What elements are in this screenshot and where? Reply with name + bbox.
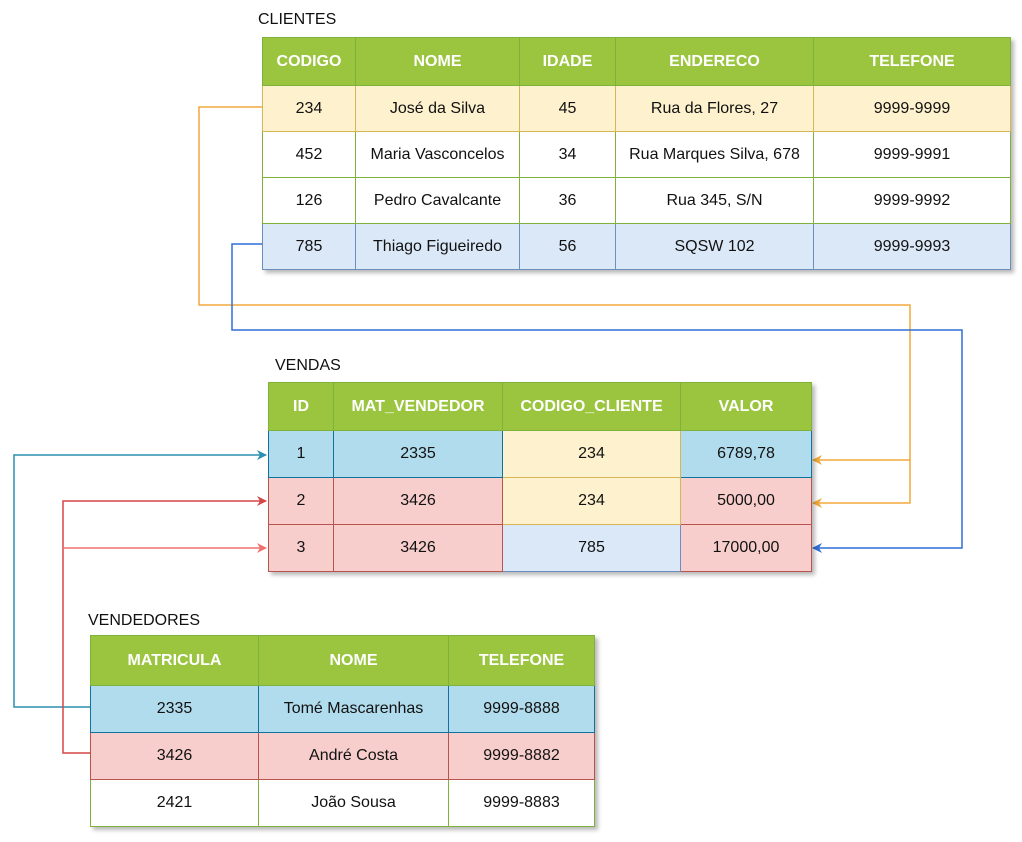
- cell: 6789,78: [680, 430, 812, 478]
- table-row: 785 Thiago Figueiredo 56 SQSW 102 9999-9…: [262, 223, 1011, 270]
- table-row: 2 3426 234 5000,00: [268, 477, 812, 525]
- cell: 9999-9992: [813, 177, 1011, 224]
- header-valor: VALOR: [680, 382, 812, 431]
- cell: 17000,00: [680, 524, 812, 572]
- cell: Tomé Mascarenhas: [258, 685, 449, 733]
- cell: 2335: [333, 430, 503, 478]
- cell: 785: [262, 223, 356, 270]
- header-endereco: ENDERECO: [615, 37, 814, 86]
- table-row: 126 Pedro Cavalcante 36 Rua 345, S/N 999…: [262, 177, 1011, 224]
- cell: 2421: [90, 779, 259, 827]
- cell: 234: [502, 430, 681, 478]
- cell: 9999-9999: [813, 85, 1011, 132]
- header-idade: IDADE: [519, 37, 616, 86]
- cell: 3426: [333, 477, 503, 525]
- cell: 126: [262, 177, 356, 224]
- header-codigo-cliente: CODIGO_CLIENTE: [502, 382, 681, 431]
- header-matricula: MATRICULA: [90, 635, 259, 686]
- cell: 56: [519, 223, 616, 270]
- cell: 1: [268, 430, 334, 478]
- cell: 2335: [90, 685, 259, 733]
- header-mat-vendedor: MAT_VENDEDOR: [333, 382, 503, 431]
- link-cliente-234: [198, 106, 911, 460]
- cell: Pedro Cavalcante: [355, 177, 520, 224]
- cell: 2: [268, 477, 334, 525]
- vendedores-table: MATRICULA NOME TELEFONE 2335 Tomé Mascar…: [90, 635, 595, 827]
- cell: Thiago Figueiredo: [355, 223, 520, 270]
- cell: 452: [262, 131, 356, 178]
- cell: Maria Vasconcelos: [355, 131, 520, 178]
- header-id: ID: [268, 382, 334, 431]
- cell: SQSW 102: [615, 223, 814, 270]
- table-row: 1 2335 234 6789,78: [268, 430, 812, 478]
- table-row: 3426 André Costa 9999-8882: [90, 732, 595, 780]
- vendas-title: VENDAS: [275, 357, 341, 374]
- table-row: 234 José da Silva 45 Rua da Flores, 27 9…: [262, 85, 1011, 132]
- header-nome: NOME: [355, 37, 520, 86]
- cell: 3: [268, 524, 334, 572]
- table-header-row: ID MAT_VENDEDOR CODIGO_CLIENTE VALOR: [268, 382, 812, 431]
- cell: 5000,00: [680, 477, 812, 525]
- clientes-table: CODIGO NOME IDADE ENDERECO TELEFONE 234 …: [262, 37, 1011, 270]
- header-telefone: TELEFONE: [813, 37, 1011, 86]
- table-row: 2421 João Sousa 9999-8883: [90, 779, 595, 827]
- cell: 3426: [90, 732, 259, 780]
- link-vendedor-3426: [62, 496, 267, 754]
- cell: 45: [519, 85, 616, 132]
- table-row: 2335 Tomé Mascarenhas 9999-8888: [90, 685, 595, 733]
- link-vendedor-2335: [13, 450, 267, 708]
- table-header-row: MATRICULA NOME TELEFONE: [90, 635, 595, 686]
- cell: João Sousa: [258, 779, 449, 827]
- link-cliente-785: [231, 243, 963, 553]
- table-row: 3 3426 785 17000,00: [268, 524, 812, 572]
- cell: André Costa: [258, 732, 449, 780]
- cell: Rua da Flores, 27: [615, 85, 814, 132]
- header-nome: NOME: [258, 635, 449, 686]
- cell: 234: [262, 85, 356, 132]
- header-codigo: CODIGO: [262, 37, 356, 86]
- cell: 3426: [333, 524, 503, 572]
- cell: Rua Marques Silva, 678: [615, 131, 814, 178]
- cell: 9999-8883: [448, 779, 595, 827]
- header-telefone: TELEFONE: [448, 635, 595, 686]
- table-header-row: CODIGO NOME IDADE ENDERECO TELEFONE: [262, 37, 1011, 86]
- link-arrow-234-row2: [812, 460, 911, 508]
- cell: 34: [519, 131, 616, 178]
- cell: 9999-8882: [448, 732, 595, 780]
- table-row: 452 Maria Vasconcelos 34 Rua Marques Sil…: [262, 131, 1011, 178]
- cell: 9999-8888: [448, 685, 595, 733]
- vendas-table: ID MAT_VENDEDOR CODIGO_CLIENTE VALOR 1 2…: [268, 382, 812, 572]
- cell: Rua 345, S/N: [615, 177, 814, 224]
- clientes-title: CLIENTES: [258, 11, 337, 28]
- cell: 9999-9991: [813, 131, 1011, 178]
- vendedores-title: VENDEDORES: [88, 612, 201, 629]
- cell: 9999-9993: [813, 223, 1011, 270]
- cell: 234: [502, 477, 681, 525]
- cell: 36: [519, 177, 616, 224]
- cell: José da Silva: [355, 85, 520, 132]
- cell: 785: [502, 524, 681, 572]
